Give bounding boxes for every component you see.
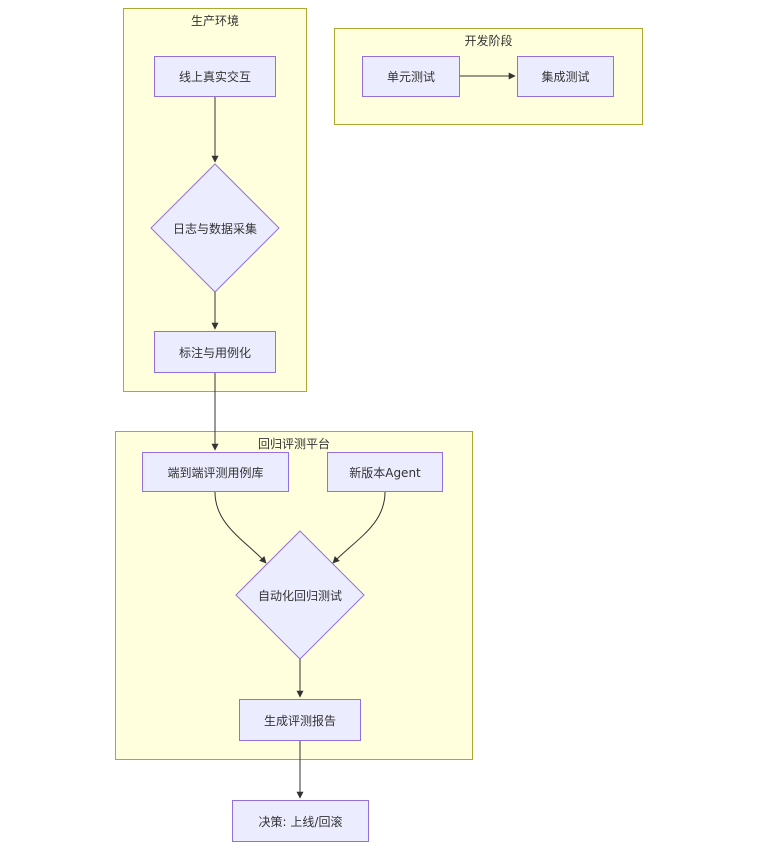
node-unit-test[interactable]: 单元测试 — [362, 56, 460, 97]
cluster-regression-title: 回归评测平台 — [257, 437, 330, 451]
cluster-development-title: 开发阶段 — [464, 34, 513, 48]
node-new-agent[interactable]: 新版本Agent — [327, 452, 443, 492]
node-e2e-cases[interactable]: 端到端评测用例库 — [142, 452, 289, 492]
node-report[interactable]: 生成评测报告 — [239, 699, 361, 741]
node-auto-regression[interactable]: 自动化回归测试 — [257, 588, 342, 603]
edge-agent-to-regression — [332, 491, 386, 564]
node-integration-test[interactable]: 集成测试 — [517, 56, 614, 97]
node-decision[interactable]: 决策: 上线/回滚 — [232, 800, 369, 842]
edge-cases-to-regression — [214, 491, 267, 564]
node-log-collection[interactable]: 日志与数据采集 — [172, 221, 257, 236]
node-labeling[interactable]: 标注与用例化 — [154, 331, 276, 373]
cluster-production-title: 生产环境 — [190, 14, 239, 28]
node-live-interaction[interactable]: 线上真实交互 — [154, 56, 276, 97]
